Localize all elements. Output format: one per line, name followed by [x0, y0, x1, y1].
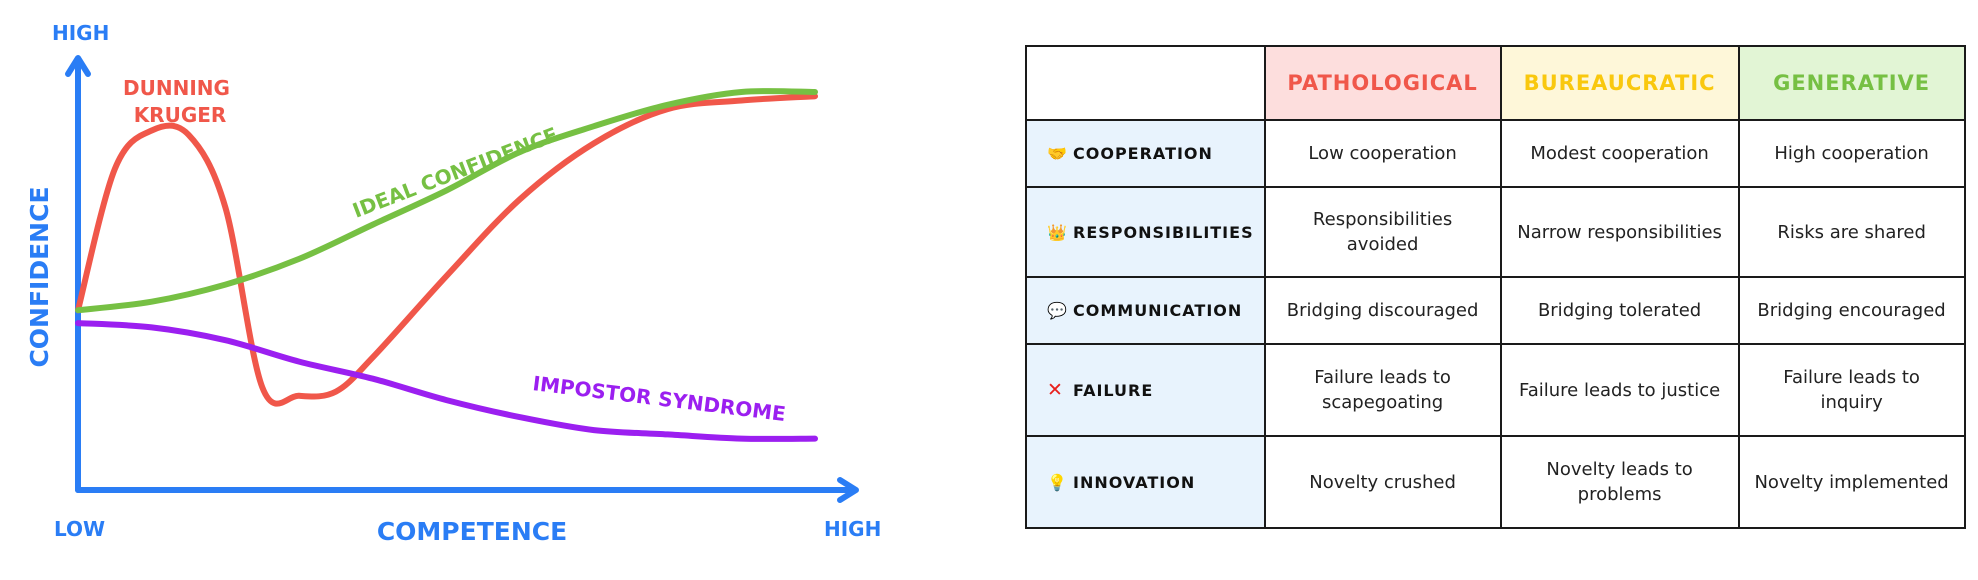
table-cell: Bridging tolerated	[1499, 276, 1740, 345]
y-tick-high: HIGH	[52, 21, 109, 45]
y-axis-arrowhead	[65, 55, 91, 77]
table-cell: Failure leads to scapegoating	[1263, 343, 1502, 437]
table-cell: Novelty leads to problems	[1499, 435, 1740, 529]
row-label: COOPERATION	[1073, 144, 1213, 163]
impostor-syndrome-label: IMPOSTOR SYNDROME	[531, 371, 787, 426]
table-cell: Low cooperation	[1263, 119, 1502, 188]
table-header-row: PATHOLOGICAL BUREAUCRATIC GENERATIVE	[1025, 45, 1966, 121]
column-header-bureaucratic: BUREAUCRATIC	[1499, 45, 1740, 121]
row-label: FAILURE	[1073, 380, 1154, 400]
speech-bubble-icon: 💬	[1047, 301, 1068, 320]
table-row: 💡INNOVATION Novelty crushed Novelty lead…	[1025, 435, 1966, 529]
table-row: 👑RESPONSIBILITIES Responsibilities avoid…	[1025, 186, 1966, 278]
dunning-kruger-label: DUNNING KRUGER	[123, 76, 237, 127]
cross-mark-icon: ✕	[1047, 378, 1064, 401]
table-cell: Failure leads to inquiry	[1737, 343, 1966, 437]
culture-comparison-table: PATHOLOGICAL BUREAUCRATIC GENERATIVE 🤝 CO…	[1025, 45, 1966, 529]
table-row: 🤝 COOPERATION Low cooperation Modest coop…	[1025, 119, 1966, 188]
table-cell: Novelty crushed	[1263, 435, 1502, 529]
ideal-confidence-curve	[75, 88, 818, 314]
handshake-icon: 🤝	[1047, 144, 1068, 163]
impostor-syndrome-curve	[75, 320, 818, 442]
x-axis-arrowhead	[837, 477, 859, 503]
row-header-failure: ✕ FAILURE	[1025, 343, 1266, 437]
table-row: 💬 COMMUNICATION Bridging discouraged Brid…	[1025, 276, 1966, 345]
row-header-communication: 💬 COMMUNICATION	[1025, 276, 1266, 345]
y-axis-label: CONFIDENCE	[25, 186, 54, 367]
table-cell: Novelty implemented	[1737, 435, 1966, 529]
dunning-kruger-curve	[75, 93, 818, 407]
table-cell: Failure leads to justice	[1499, 343, 1740, 437]
table-corner-cell	[1025, 45, 1266, 121]
table-cell: Narrow responsibilities	[1499, 186, 1740, 278]
light-bulb-icon: 💡	[1047, 472, 1068, 492]
table-cell: Risks are shared	[1737, 186, 1966, 278]
table-row: ✕ FAILURE Failure leads to scapegoating F…	[1025, 343, 1966, 437]
row-header-responsibilities: 👑RESPONSIBILITIES	[1025, 186, 1266, 278]
table-cell: Modest cooperation	[1499, 119, 1740, 188]
table-cell: High cooperation	[1737, 119, 1966, 188]
x-axis-label: COMPETENCE	[377, 517, 567, 546]
table-cell: Bridging encouraged	[1737, 276, 1966, 345]
x-tick-low: LOW	[54, 517, 105, 541]
table-cell: Bridging discouraged	[1263, 276, 1502, 345]
row-label: COMMUNICATION	[1073, 301, 1243, 320]
crown-icon: 👑	[1047, 222, 1068, 242]
row-label: INNOVATION	[1073, 472, 1196, 492]
table-cell: Responsibilities avoided	[1263, 186, 1502, 278]
column-header-generative: GENERATIVE	[1737, 45, 1966, 121]
row-header-cooperation: 🤝 COOPERATION	[1025, 119, 1266, 188]
row-label: RESPONSIBILITIES	[1073, 222, 1254, 242]
x-tick-high: HIGH	[824, 517, 881, 541]
column-header-pathological: PATHOLOGICAL	[1263, 45, 1502, 121]
ideal-confidence-label: IDEAL CONFIDENCE	[349, 122, 561, 222]
row-header-innovation: 💡INNOVATION	[1025, 435, 1266, 529]
